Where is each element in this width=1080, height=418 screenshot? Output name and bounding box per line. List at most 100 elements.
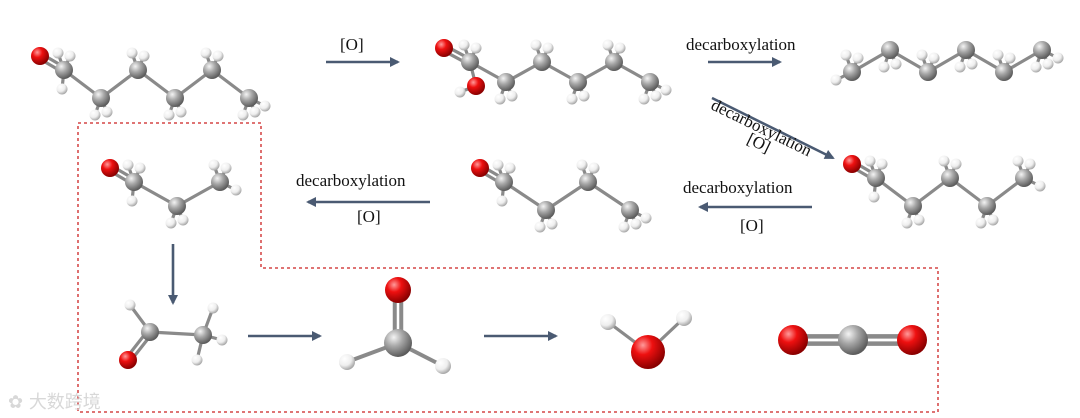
hydrogen-atom: [878, 61, 890, 73]
hydrogen-atom: [650, 90, 662, 102]
hydrogen-atom: [546, 218, 558, 230]
carbon-atom: [919, 63, 937, 81]
decarboxylation-label-middle-right: decarboxylation: [683, 178, 793, 197]
hydrogen-atom: [126, 47, 138, 59]
carbon-atom: [240, 89, 258, 107]
hydrogen-atom: [1012, 155, 1024, 167]
watermark: ✿ 大数跨境: [8, 388, 101, 414]
carbon-atom: [843, 63, 861, 81]
hydrogen-atom: [249, 106, 261, 118]
carbon-atom: [1015, 169, 1033, 187]
oxygen-atom: [897, 325, 927, 355]
oxidation-label-middle-right: [O]: [740, 216, 764, 235]
hydrogen-atom: [52, 47, 64, 59]
hydrogen-atom: [992, 49, 1004, 61]
carbon-atom: [995, 63, 1013, 81]
carbon-atom: [168, 197, 186, 215]
hydrogen-atom: [938, 155, 950, 167]
molecule-propanal: [101, 159, 242, 229]
oxygen-atom: [471, 159, 489, 177]
hydrogen-atom: [987, 214, 999, 226]
hydrogen-atom: [975, 217, 987, 229]
hydrogen-atom: [134, 162, 146, 174]
hydrogen-atom: [1004, 52, 1016, 64]
hydrogen-atom: [954, 61, 966, 73]
hydrogen-atom: [492, 159, 504, 171]
hydrogen-atom: [230, 184, 242, 196]
arrow-decarboxylation-diagonal: [711, 96, 835, 160]
oxygen-atom: [119, 351, 137, 369]
carbon-atom: [621, 201, 639, 219]
hydrogen-atom: [1052, 52, 1064, 64]
hydrogen-atom: [339, 354, 355, 370]
carbon-atom: [867, 169, 885, 187]
hydrogen-atom: [56, 83, 68, 95]
hydrogen-atom: [208, 159, 220, 171]
hydrogen-atom: [126, 195, 138, 207]
carbon-atom: [537, 201, 555, 219]
molecule-pentanal: [843, 155, 1046, 229]
hydrogen-atom: [1024, 158, 1036, 170]
hydrogen-atom: [122, 159, 134, 171]
molecules: [31, 39, 1064, 374]
molecule-pentane: [830, 41, 1064, 86]
carbon-atom: [194, 326, 212, 344]
carbon-atom: [605, 53, 623, 71]
oxygen-atom: [385, 277, 411, 303]
hydrogen-atom: [614, 42, 626, 54]
hydrogen-atom: [177, 214, 189, 226]
carbon-atom: [461, 53, 479, 71]
hydrogen-atom: [216, 334, 228, 346]
oxygen-atom: [778, 325, 808, 355]
hydrogen-atom: [237, 109, 249, 121]
hydrogen-atom: [868, 191, 880, 203]
hydrogen-atom: [138, 50, 150, 62]
oxygen-atom: [101, 159, 119, 177]
carbon-atom: [203, 61, 221, 79]
hydrogen-atom: [496, 195, 508, 207]
hydrogen-atom: [1042, 58, 1054, 70]
carbon-atom: [941, 169, 959, 187]
carbon-atom: [904, 197, 922, 215]
hydrogen-atom: [542, 42, 554, 54]
carbon-atom: [533, 53, 551, 71]
carbon-atom: [881, 41, 899, 59]
hydrogen-atom: [89, 109, 101, 121]
watermark-icon: ✿: [8, 392, 29, 413]
hydrogen-atom: [640, 212, 652, 224]
hydrogen-atom: [676, 310, 692, 326]
carbon-atom: [384, 329, 412, 357]
carbon-atom: [569, 73, 587, 91]
hydrogen-atom: [840, 49, 852, 61]
carbon-atom: [92, 89, 110, 107]
molecule-carbon-dioxide: [778, 325, 927, 355]
hydrogen-atom: [1034, 180, 1046, 192]
hydrogen-atom: [259, 100, 271, 112]
hydrogen-atom: [124, 299, 136, 311]
hydrogen-atom: [534, 221, 546, 233]
molecule-formaldehyde: [339, 277, 451, 374]
hydrogen-atom: [435, 358, 451, 374]
oxygen-atom: [467, 77, 485, 95]
hydrogen-atom: [207, 302, 219, 314]
hydrogen-atom: [506, 90, 518, 102]
hydrogen-atom: [578, 90, 590, 102]
hydrogen-atom: [64, 50, 76, 62]
molecule-hexanoic-acid: [435, 39, 672, 105]
hydrogen-atom: [852, 52, 864, 64]
hydrogen-atom: [163, 109, 175, 121]
hydrogen-atom: [165, 217, 177, 229]
hydrogen-atom: [950, 158, 962, 170]
oxygen-atom: [435, 39, 453, 57]
hydrogen-atom: [588, 162, 600, 174]
hydrogen-atom: [618, 221, 630, 233]
hydrogen-atom: [101, 106, 113, 118]
hydrogen-atom: [494, 93, 506, 105]
decarboxylation-label-middle-left: decarboxylation: [296, 171, 406, 190]
hydrogen-atom: [913, 214, 925, 226]
carbon-atom: [957, 41, 975, 59]
carbon-atom: [497, 73, 515, 91]
hydrogen-atom: [576, 159, 588, 171]
